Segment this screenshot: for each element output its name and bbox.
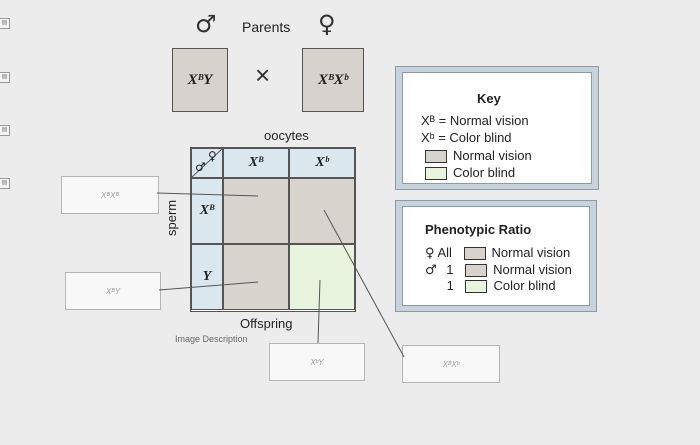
connector-line-1 [156, 192, 259, 197]
sperm-header-2: Y [191, 244, 223, 310]
ratio-female-phenotype: Normal vision [491, 245, 571, 260]
corner-male-icon: ♂ [195, 160, 206, 174]
drop-target-female-normal[interactable]: XᴮXᴮ [61, 176, 159, 214]
offspring-label: Offspring [240, 316, 293, 331]
ratio-male-normal-count: 1 [446, 262, 454, 277]
female-symbol-icon: ♀ [318, 10, 336, 38]
sperm-allele-2: Y [202, 269, 212, 284]
image-description-link[interactable]: Image Description [175, 334, 248, 344]
normal-vision-swatch [425, 150, 447, 164]
drop-target-female-carrier[interactable]: XᴮXᵇ [402, 345, 500, 383]
drop-target-female-carrier-label: XᴮXᵇ [442, 359, 460, 369]
phenotypic-ratio-inner: Phenotypic Ratio ♀ All Normal vision ♂ 1… [402, 206, 590, 306]
ratio-male-normal-swatch [465, 264, 488, 278]
sperm-header-1: Xᴮ [191, 178, 223, 244]
ratio-male-colorblind-swatch [465, 280, 488, 294]
corner-female-icon: ♀ [208, 149, 217, 163]
oocyte-header-2: Xᵇ [289, 148, 355, 178]
male-parent-genotype: XᴮY [172, 48, 228, 112]
key-colorblind-allele: Xᵇ = Color blind [421, 130, 512, 145]
male-symbol-icon: ♂ [195, 10, 217, 38]
offspring-cell-female-carrier[interactable] [289, 178, 355, 244]
ratio-row-male-colorblind: 1 Color blind [425, 278, 556, 294]
ratio-male-normal-phenotype: Normal vision [493, 262, 572, 277]
sidebar-document-icon-1[interactable]: ▤ [0, 18, 10, 29]
key-normal-swatch-row: Normal vision [425, 148, 532, 164]
phenotypic-ratio-title: Phenotypic Ratio [425, 222, 532, 237]
punnett-square: ♂ ♀ Xᴮ Xᵇ Xᴮ Y [190, 147, 356, 312]
oocytes-label: oocytes [264, 128, 309, 143]
ratio-male-icon: ♂ [425, 263, 437, 278]
phenotypic-ratio-panel: Phenotypic Ratio ♀ All Normal vision ♂ 1… [395, 200, 597, 312]
ratio-female-icon: ♀ [425, 246, 435, 261]
oocyte-header-1: Xᴮ [223, 148, 289, 178]
oocyte-allele-2: Xᵇ [315, 155, 329, 170]
key-panel: Key Xᴮ = Normal vision Xᵇ = Color blind … [395, 66, 599, 190]
connector-line-2 [158, 281, 259, 291]
parents-title: Parents [242, 19, 291, 35]
drop-target-male-colorblind-label: XᵇY [310, 357, 324, 367]
key-title: Key [477, 91, 501, 106]
drop-target-female-normal-label: XᴮXᴮ [101, 190, 119, 200]
ratio-female-count: All [437, 245, 452, 260]
key-colorblind-swatch-row: Color blind [425, 165, 516, 181]
ratio-male-colorblind-count: 1 [446, 278, 454, 293]
offspring-cell-male-colorblind[interactable] [289, 244, 355, 310]
connector-line-4 [323, 209, 405, 358]
ratio-female-swatch [463, 247, 486, 261]
drop-target-male-colorblind[interactable]: XᵇY [269, 343, 365, 381]
drop-target-male-normal-label: XᴮY [105, 286, 121, 296]
offspring-cell-female-normal[interactable] [223, 178, 289, 244]
sperm-allele-1: Xᴮ [199, 203, 215, 218]
sidebar-document-icon-2[interactable]: ▤ [0, 72, 10, 83]
ratio-male-colorblind-phenotype: Color blind [493, 278, 556, 293]
oocyte-allele-1: Xᴮ [248, 155, 264, 170]
key-panel-inner: Key Xᴮ = Normal vision Xᵇ = Color blind … [402, 72, 592, 184]
connector-line-3 [317, 279, 321, 344]
drop-target-male-normal[interactable]: XᴮY [65, 272, 161, 310]
key-colorblind-label: Color blind [453, 165, 516, 180]
key-normal-allele: Xᴮ = Normal vision [421, 113, 529, 128]
female-parent-genotype: XᴮXᵇ [302, 48, 364, 112]
sidebar-document-icon-4[interactable]: ▤ [0, 178, 10, 189]
cross-symbol: × [255, 60, 271, 90]
colorblind-swatch [425, 167, 447, 181]
ratio-row-male-normal: ♂ 1 Normal vision [425, 262, 572, 278]
punnett-corner: ♂ ♀ [191, 148, 223, 178]
sidebar-document-icon-3[interactable]: ▤ [0, 125, 10, 136]
key-normal-label: Normal vision [453, 148, 532, 163]
ratio-row-female: ♀ All Normal vision [425, 245, 570, 261]
corner-diagonal-icon [192, 149, 222, 177]
offspring-cell-male-normal[interactable] [223, 244, 289, 310]
